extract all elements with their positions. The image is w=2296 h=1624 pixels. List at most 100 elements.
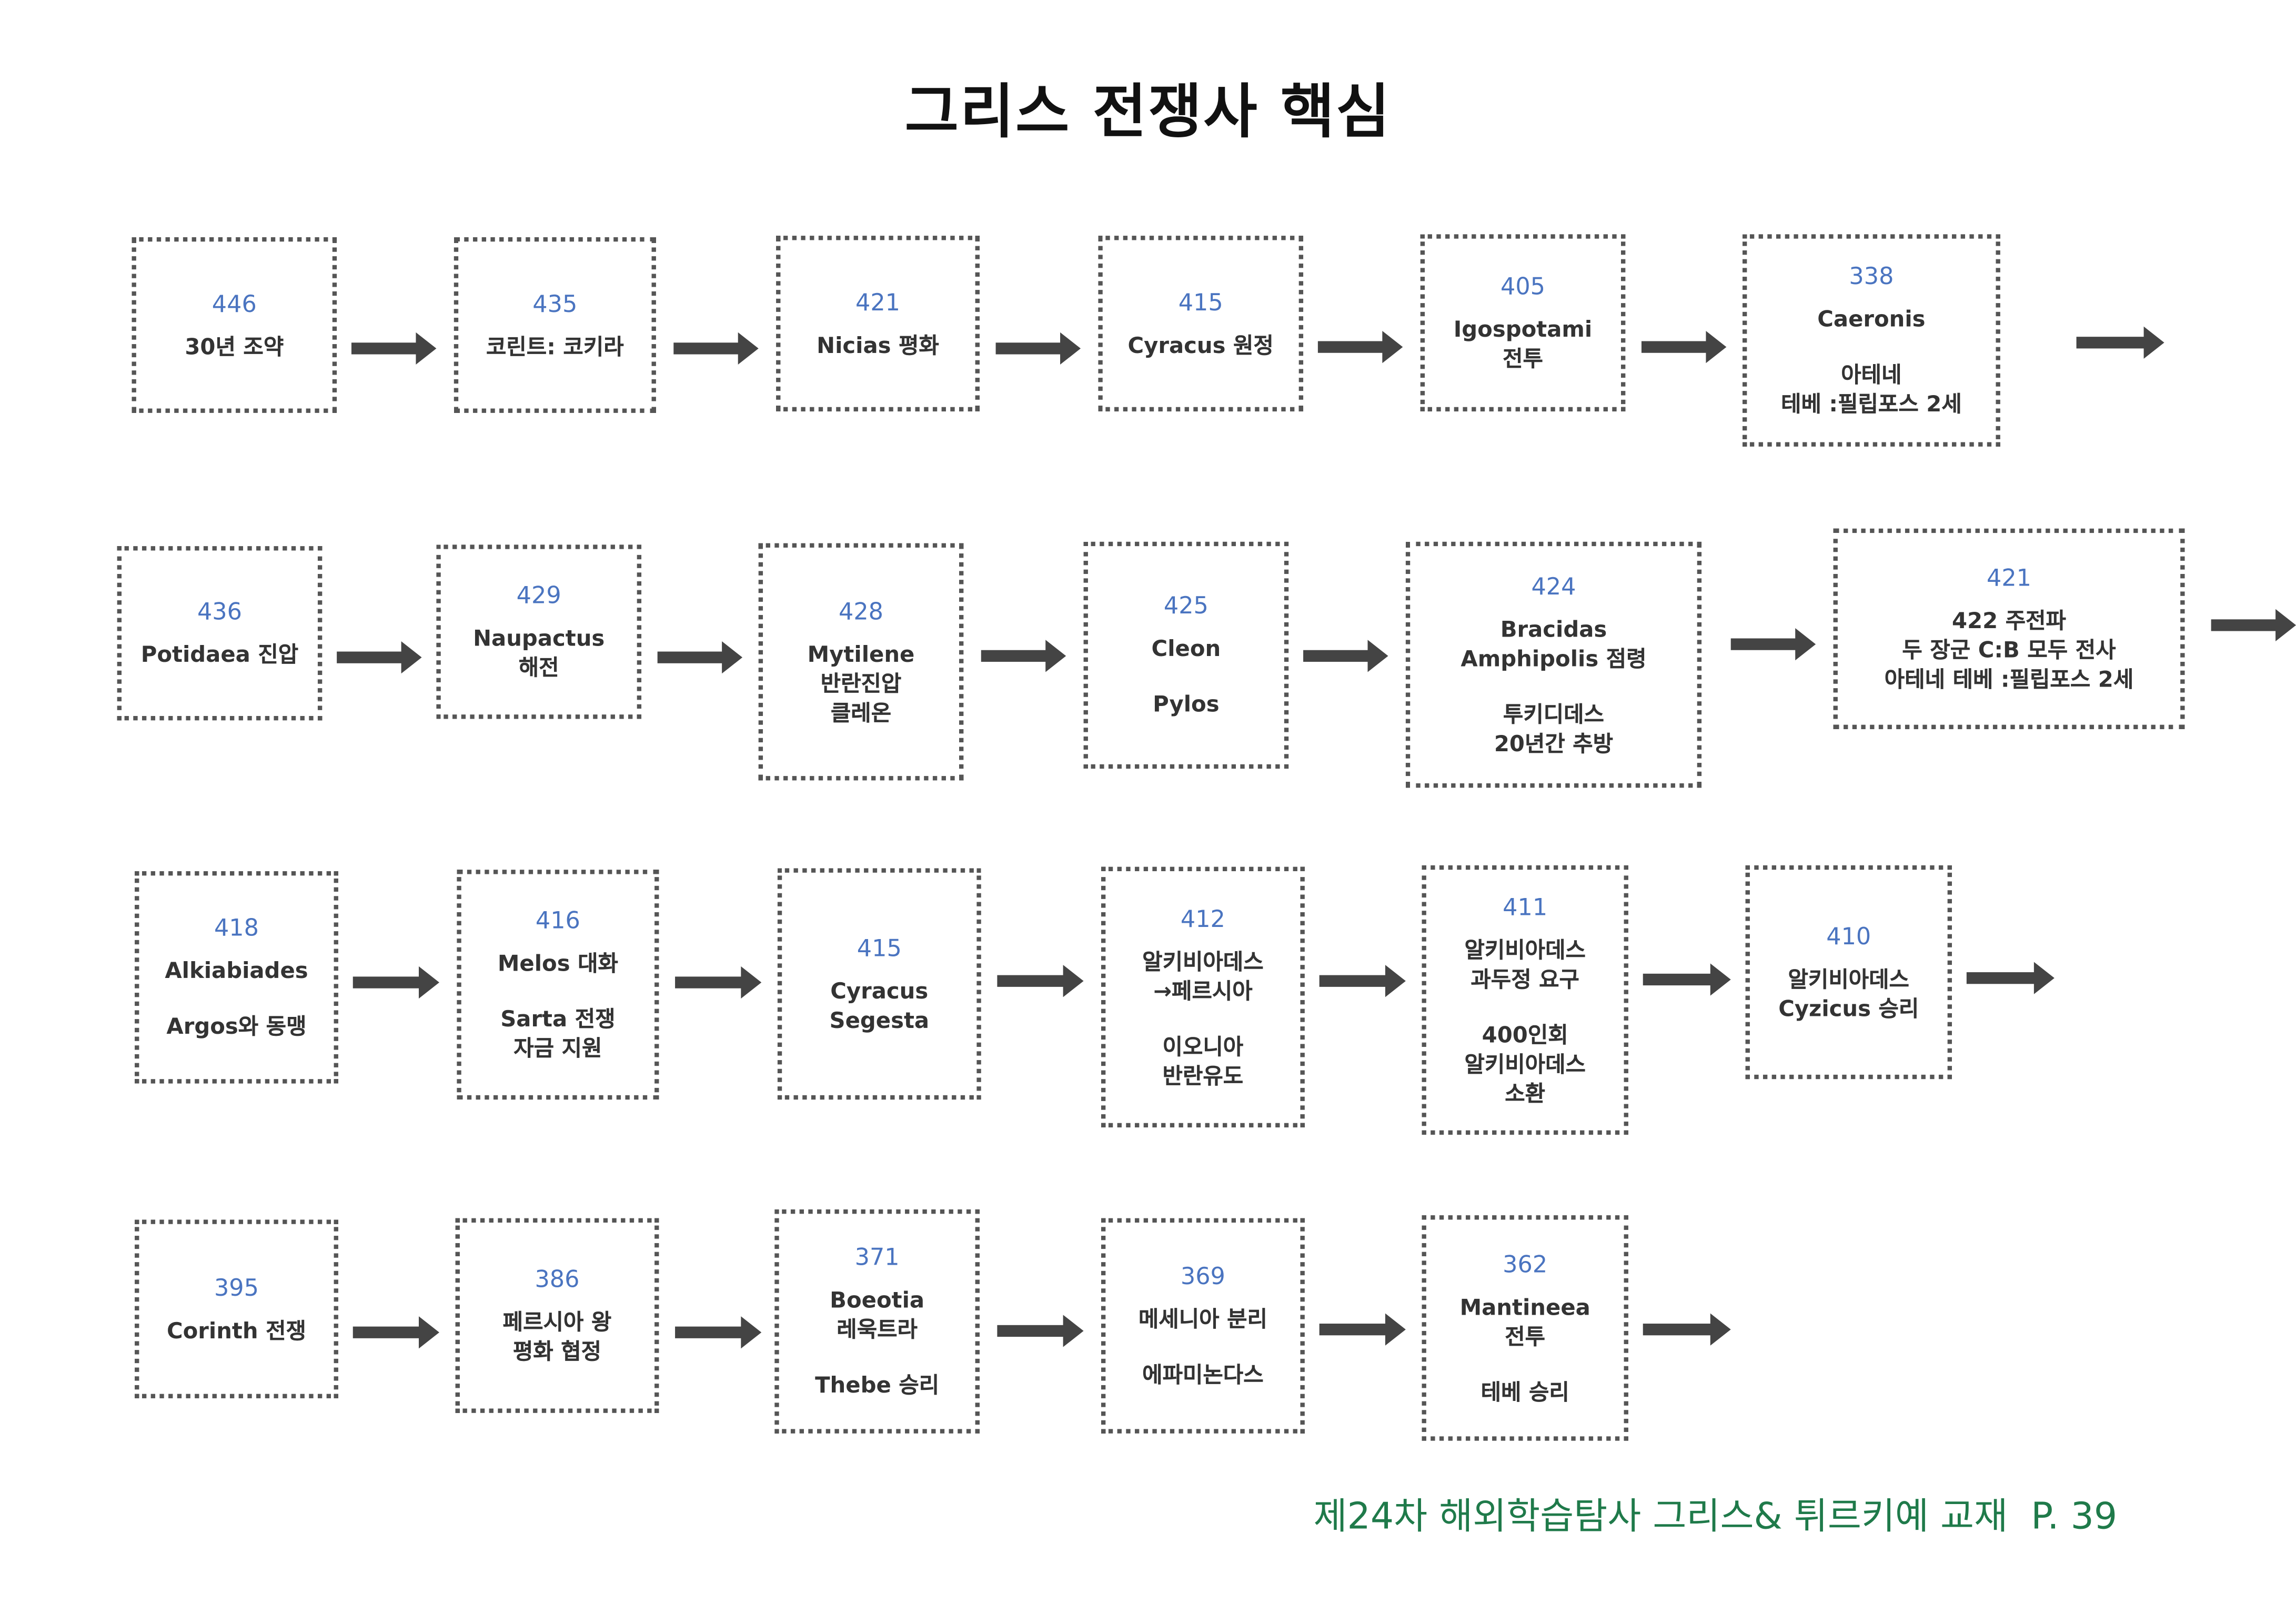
right-arrow-icon [675,1316,762,1349]
event-year: 421 [1987,563,2032,592]
event-line: Cleon [1151,635,1221,662]
footer-caption: 제24차 해외학습탐사 그리스& 튀르키예 교재 P. 39 [1313,1495,2118,1538]
event-description: 메세니아 분리 [1139,1305,1267,1334]
event-line: Thebe 승리 [815,1371,940,1398]
event-line: 아테네 테베 :필립포스 2세 [1884,666,2134,693]
right-arrow-icon [351,332,437,365]
event-year: 412 [1180,904,1225,932]
event-line: 투키디데스 [1503,700,1604,727]
event-year: 418 [214,913,259,942]
right-arrow-icon [2211,609,2296,642]
event-line: Mytilene [807,640,915,667]
right-arrow-icon [353,966,439,999]
event-line: →페르시아 [1153,977,1253,1004]
event-line: Cyracus 원정 [1127,331,1274,358]
event-line: Cyracus [830,977,929,1004]
event-description: Potidaea 진압 [141,640,298,669]
event-line: 알키비아데스 [1142,948,1264,975]
event-line: Segesta [829,1006,930,1033]
event-year: 428 [838,597,884,625]
event-line: 알키비아데스 [1788,965,1909,992]
right-arrow-icon [997,965,1084,997]
event-line: 전투 [1505,1323,1546,1349]
event-description: 30년 조약 [185,331,284,361]
event-line: 테베 승리 [1481,1378,1569,1405]
event-line: Caeronis [1817,306,1926,332]
event-line: 30년 조약 [185,333,284,360]
event-year: 410 [1826,922,1871,950]
right-arrow-icon [675,966,762,999]
event-line: Pylos [1153,691,1220,718]
event-description: Argos와 동맹 [166,1012,306,1041]
event-line: 코린트: 코키라 [486,333,624,360]
right-arrow-icon [2076,326,2164,359]
event-description: Alkiabiades [165,956,308,985]
event-box: 410 알키비아데스 Cyzicus 승리 [1745,865,1952,1080]
event-line: Bracidas [1500,616,1607,642]
event-line: 400인회 [1482,1021,1568,1048]
event-line: Corinth 전쟁 [166,1317,306,1344]
event-year: 429 [516,581,561,609]
event-line: 클레온 [830,699,892,726]
event-year: 395 [214,1273,259,1301]
event-year: 369 [1180,1262,1225,1290]
right-arrow-icon [657,641,743,674]
event-line: 레욱트라 [837,1316,918,1343]
event-description: Pylos [1153,690,1219,719]
event-line: 과두정 요구 [1471,965,1579,992]
event-description: 알키비아데스→페르시아 [1142,946,1263,1005]
event-description: Caeronis [1817,305,1925,334]
event-description: 테베 승리 [1481,1377,1569,1407]
page-title: 그리스 전쟁사 핵심 [904,79,1392,147]
event-line: Sarta 전쟁 [500,1006,616,1033]
right-arrow-icon [1643,963,1731,996]
event-line: 반란진압 [820,670,902,697]
event-line: Naupactus [473,625,605,652]
event-line: 페르시아 왕 [502,1309,612,1336]
event-year: 421 [855,287,901,316]
event-year: 411 [1503,892,1548,921]
right-arrow-icon [1303,640,1388,672]
event-year: 386 [535,1265,580,1293]
event-description: Cleon [1152,634,1221,663]
event-year: 415 [857,933,902,962]
right-arrow-icon [1319,1313,1406,1346]
event-description: 에파미논다스 [1142,1360,1263,1390]
event-line: 20년간 추방 [1494,730,1614,756]
right-arrow-icon [1966,962,2055,994]
right-arrow-icon [981,640,1066,672]
event-year: 425 [1163,591,1209,620]
event-line: 422 주전파 [1952,608,2066,634]
event-description: Cyracus 원정 [1128,330,1274,360]
event-description: Nicias 평화 [817,330,939,360]
event-line: Nicias 평화 [817,331,939,358]
event-line: 소환 [1505,1080,1546,1106]
event-line: Cyzicus 승리 [1778,995,1919,1022]
event-year: 405 [1500,272,1546,300]
event-year: 371 [854,1243,900,1271]
